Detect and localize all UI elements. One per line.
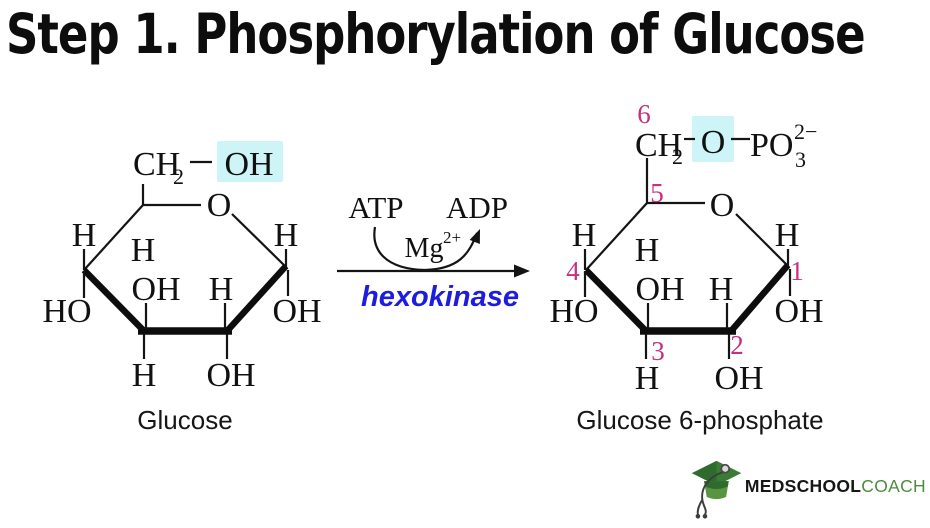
glucose-highlighted-oh: OH (224, 146, 273, 183)
g6p-bonds (583, 137, 792, 359)
glucose-ch2-label: CH (133, 146, 180, 183)
g6p-c1-h: H (775, 217, 800, 254)
g6p-name-label: Glucose 6-phosphate (576, 405, 823, 435)
adp-label: ADP (446, 190, 508, 225)
glucose-bonds (81, 160, 290, 359)
g6p-c4-ho: HO (549, 293, 598, 330)
g6p-phosphate-label: PO (750, 127, 793, 164)
g6p-number-5: 5 (650, 178, 664, 208)
glucose-c3-h-bottom: H (132, 357, 157, 394)
g6p-c3-h-bottom: H (635, 360, 660, 397)
glucose-ch2-subscript: 2 (173, 164, 184, 189)
main-arrowhead (514, 264, 530, 278)
mg-cofactor-label: Mg (405, 233, 444, 264)
logo-text-medschool: MEDSCHOOL (744, 475, 862, 496)
medschoolcoach-logo: MEDSCHOOLCOACH (690, 452, 926, 526)
g6p-c4-h: H (572, 217, 597, 254)
g6p-phosphate-subscript: 3 (795, 147, 806, 172)
arc-arrowhead (469, 229, 480, 245)
atp-adp-arc (373, 226, 479, 272)
glucose-c2-oh-bottom: OH (206, 357, 255, 394)
glucose-name-label: Glucose (137, 405, 232, 435)
g6p-number-4: 4 (566, 256, 580, 286)
logo-text-coach: COACH (861, 475, 926, 496)
mg-charge-superscript: 2+ (443, 228, 461, 247)
g6p-phosphate-charge: 2− (794, 119, 817, 144)
glucose-c4-ho: HO (42, 293, 91, 330)
enzyme-label: hexokinase (361, 281, 519, 313)
glucose-c4-h: H (72, 217, 97, 254)
glucose-c1-oh: OH (272, 293, 321, 330)
g6p-ring-oxygen: O (710, 187, 735, 224)
g6p-ch2-subscript: 2 (672, 144, 683, 169)
g6p-number-1: 1 (790, 256, 804, 286)
reaction-arrow (337, 226, 530, 278)
atp-label: ATP (348, 190, 403, 225)
g6p-c2-h-inner: H (709, 271, 734, 308)
glucose-oh-highlight (217, 141, 283, 182)
g6p-number-2: 2 (730, 330, 744, 360)
g6p-o-highlight (692, 116, 734, 162)
logo-wordmark: MEDSCHOOLCOACH (745, 476, 926, 497)
g6p-number-6: 6 (637, 99, 651, 129)
glucose-ring-oxygen: O (207, 187, 232, 224)
g6p-ch2-label: CH (635, 127, 682, 164)
glucose-c3-oh-inner: OH (131, 271, 180, 308)
graduation-cap-stethoscope-icon (691, 460, 742, 519)
g6p-highlighted-o: O (701, 124, 726, 161)
g6p-number-3: 3 (651, 336, 665, 366)
glucose-c5-h: H (131, 232, 156, 269)
glucose-c1-h: H (274, 217, 299, 254)
g6p-c2-oh-bottom: OH (714, 360, 763, 397)
g6p-c3-oh-inner: OH (635, 271, 684, 308)
slide-title: Step 1. Phosphorylation of Glucose (6, 2, 866, 67)
g6p-c1-oh: OH (774, 293, 823, 330)
g6p-c5-h: H (635, 232, 660, 269)
glucose-c2-h-inner: H (209, 271, 234, 308)
